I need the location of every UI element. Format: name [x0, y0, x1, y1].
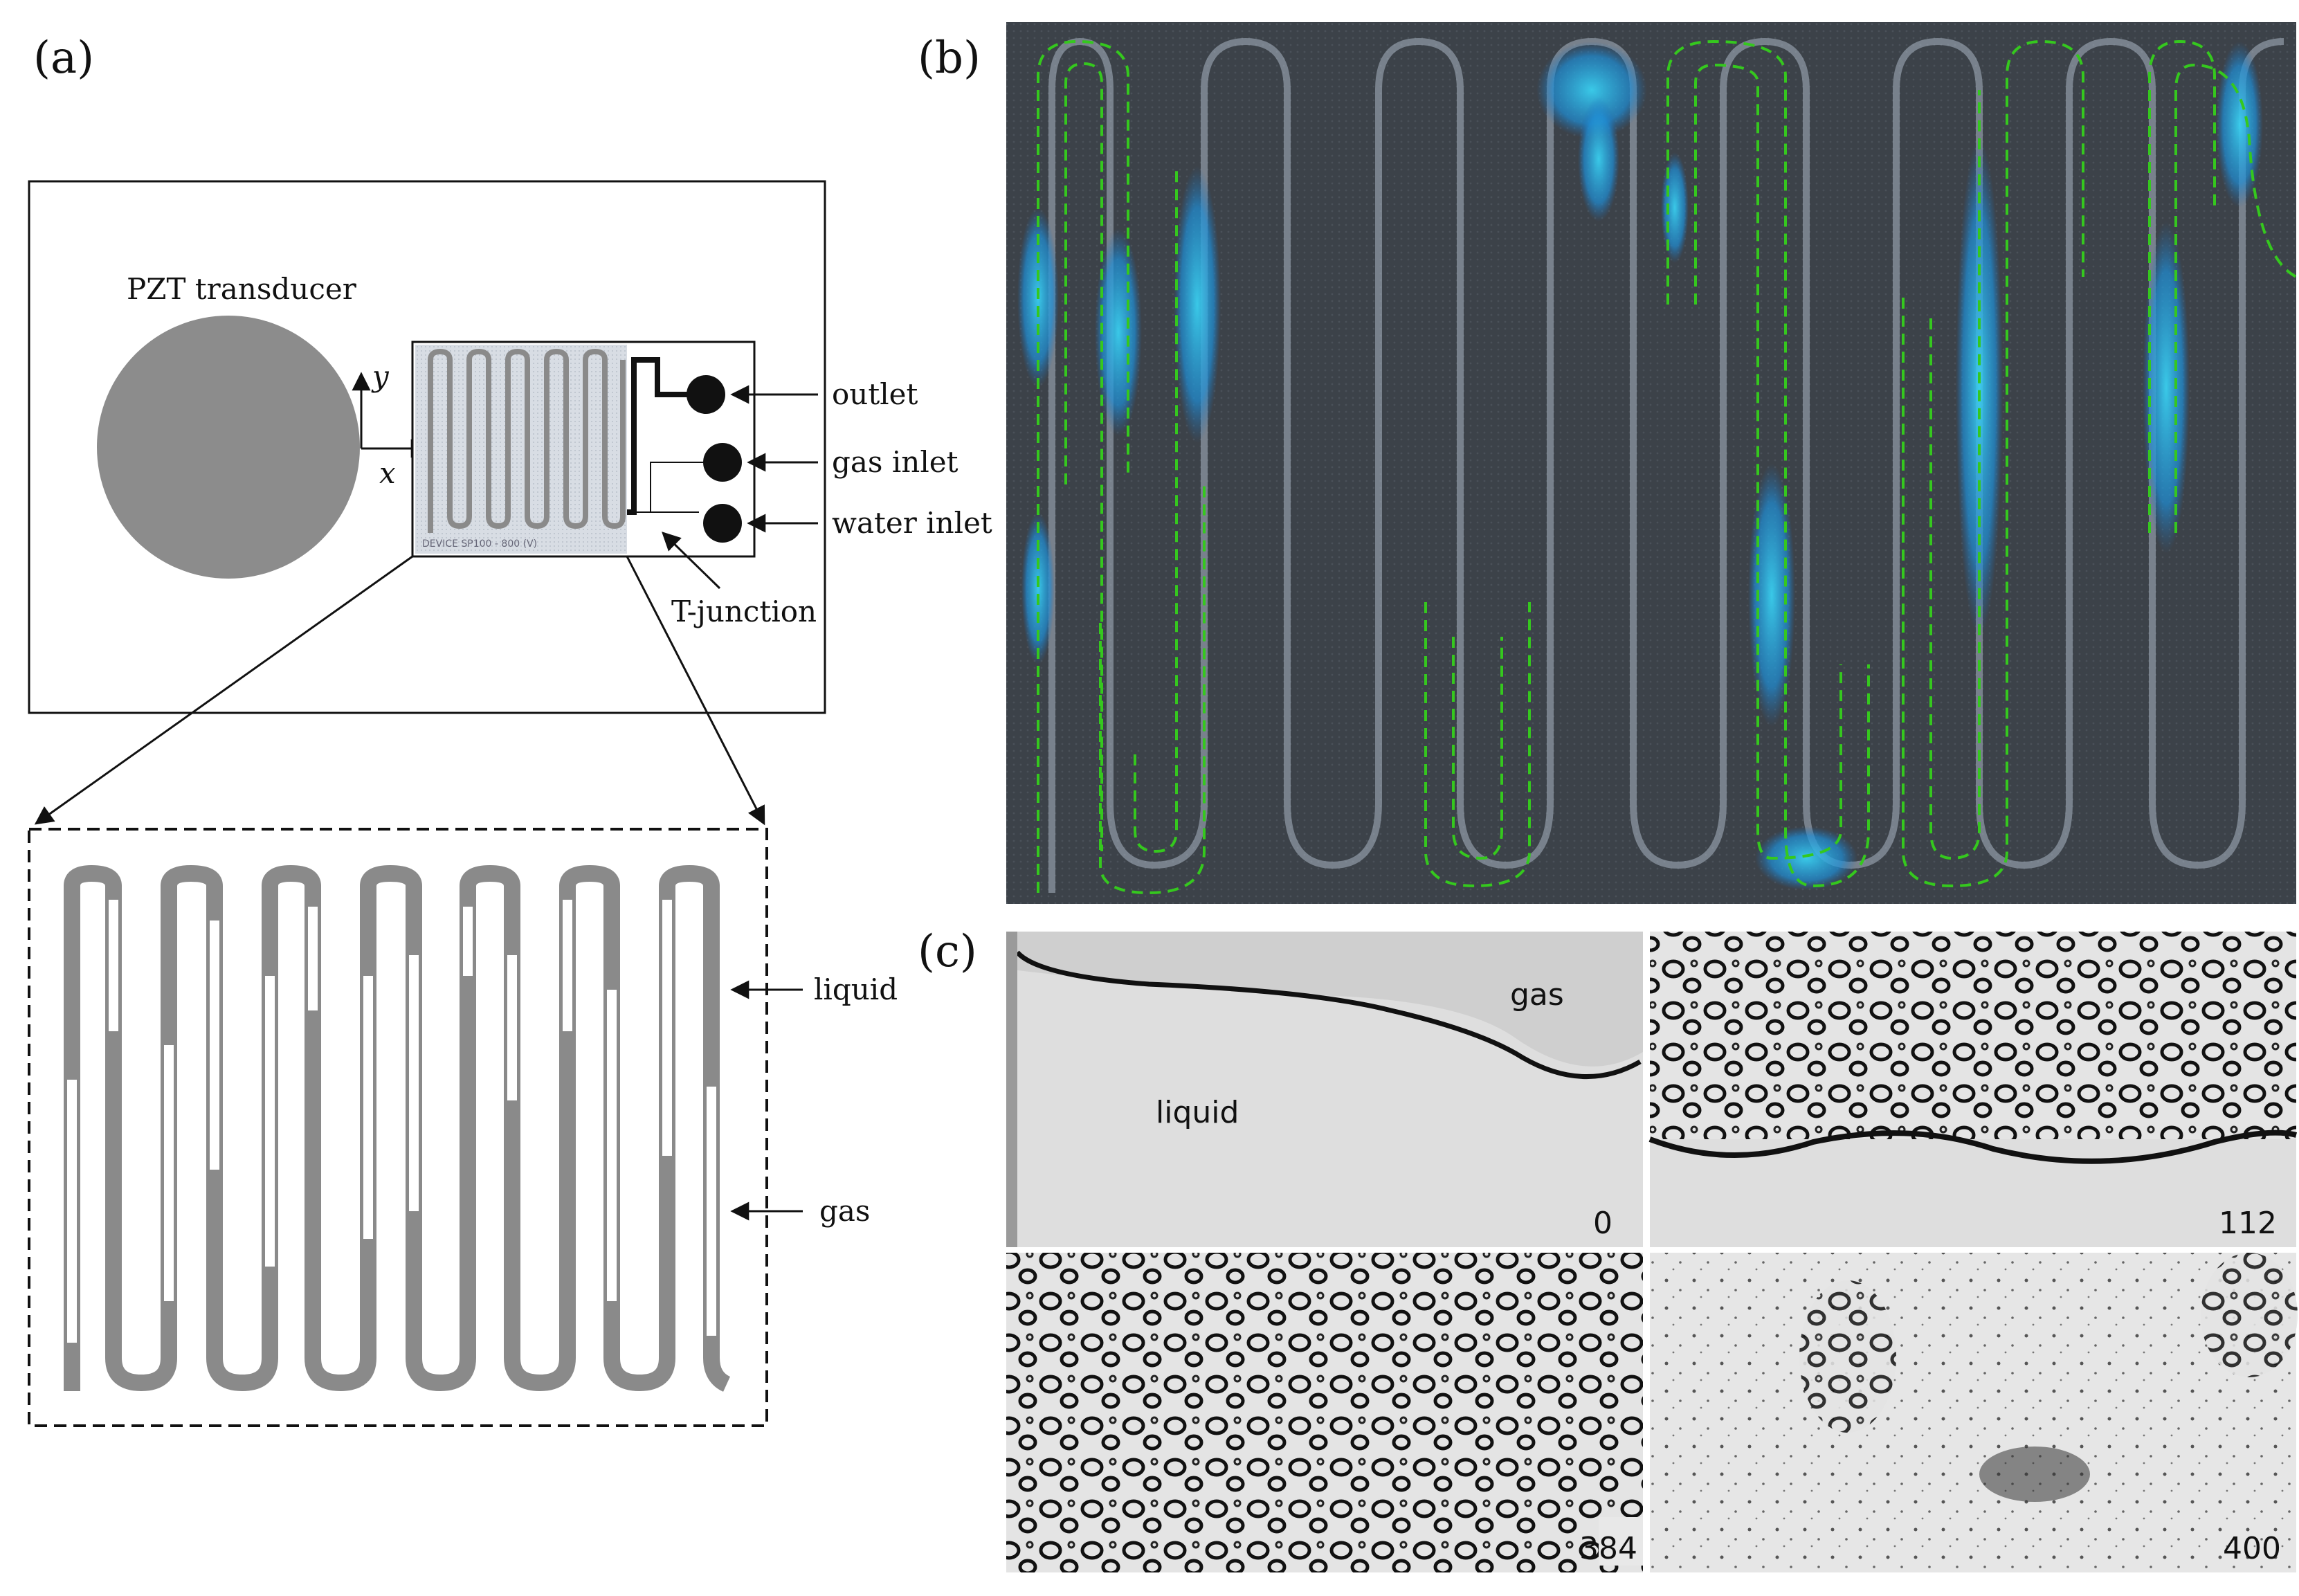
panel-a-label: (a) [33, 33, 94, 84]
channel-photo [1006, 22, 2296, 904]
chip-serpentine [428, 348, 626, 533]
gas-slugs [67, 900, 716, 1343]
frame-400: 400 [1650, 1253, 2298, 1572]
frame-0-liquid-label: liquid [1156, 1095, 1239, 1130]
gas-inlet-port [703, 443, 742, 482]
frame-0-gas-label: gas [1510, 977, 1564, 1013]
chip-print: DEVICE SP100 - 800 (V) [422, 538, 537, 550]
zoom-gas-label: gas [819, 1194, 870, 1228]
axis-x-label: x [379, 456, 396, 490]
frame-384: 384 [1006, 1253, 1643, 1572]
zoom-liquid-label: liquid [814, 972, 898, 1006]
gas-inlet-label: gas inlet [832, 445, 958, 479]
panel-c-label: (c) [918, 926, 977, 977]
photo-channels [1048, 37, 2284, 893]
frame-112-time: 112 [2219, 1206, 2277, 1241]
device-outline [28, 180, 826, 714]
frame-0: gas liquid 0 [1006, 932, 1643, 1247]
water-inlet-port [703, 504, 742, 543]
axis-y-label: y [371, 359, 390, 393]
liquid-slugs [1017, 42, 2263, 890]
panel-c: (c) gas liquid 0 112 384 [918, 926, 2298, 1572]
outlet-label: outlet [832, 377, 918, 411]
panel-a: (a) PZT transducer y x DEVICE SP100 - 80… [28, 33, 992, 1427]
panel-b-label: (b) [918, 33, 981, 84]
frame-0-time: 0 [1593, 1206, 1612, 1241]
water-inlet-label: water inlet [832, 506, 992, 540]
transducer-label: PZT transducer [127, 272, 357, 306]
outlet-port [687, 375, 725, 414]
frame-384-time: 384 [1579, 1531, 1637, 1566]
pzt-transducer [97, 316, 360, 579]
t-junction-label: T-junction [671, 595, 817, 628]
frame-400-time: 400 [2223, 1531, 2281, 1566]
outlet-line [627, 357, 705, 515]
panel-b: (b) [918, 22, 2297, 904]
zoom-serpentine-liquid [64, 864, 731, 1392]
zoom-box [28, 828, 768, 1427]
frame-112: 112 [1648, 932, 2298, 1247]
liquid-guides [1037, 39, 2297, 895]
microfluidic-chip: DEVICE SP100 - 800 (V) [411, 341, 756, 558]
